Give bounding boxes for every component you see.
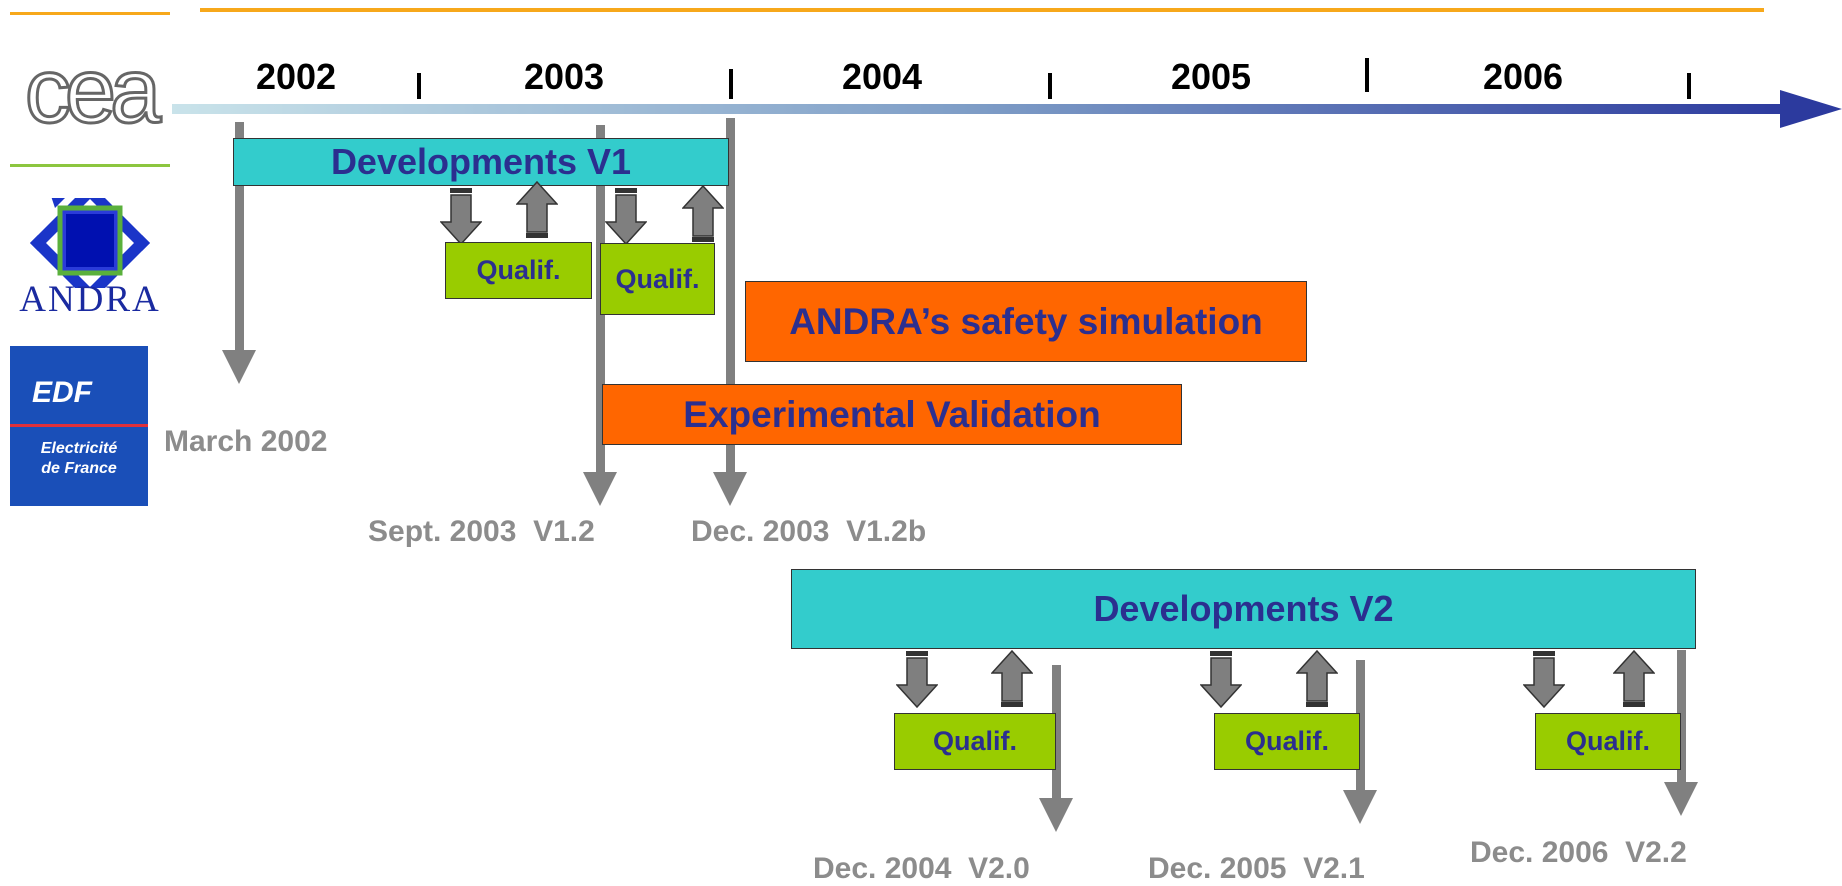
- milestone-arrowhead: [1664, 782, 1698, 816]
- qualif-box-v2-a: Qualif.: [894, 713, 1056, 770]
- top-rule: [200, 8, 1764, 12]
- up-arrow-icon: [516, 180, 558, 238]
- down-arrow-icon: [605, 188, 647, 246]
- andra-safety-simulation-bar: ANDRA’s safety simulation: [745, 281, 1307, 362]
- milestone-label-dec-2003: Dec. 2003 V1.2b: [691, 515, 927, 548]
- cea-logo: cea: [10, 39, 170, 144]
- milestone-label-march-2002: March 2002: [164, 425, 328, 458]
- year-tick: [1048, 73, 1052, 99]
- milestone-line-dec-2004: [1052, 665, 1061, 802]
- milestone-arrowhead: [1039, 798, 1073, 832]
- edf-subtitle-2: de France: [41, 460, 117, 477]
- down-arrow-icon: [896, 651, 938, 709]
- milestone-line-march-2002: [235, 122, 244, 354]
- edf-logo: EDF Electricité de France: [10, 346, 148, 506]
- milestone-label-sept-2003: Sept. 2003 V1.2: [368, 515, 595, 548]
- milestone-line-dec-2006: [1677, 650, 1686, 788]
- milestone-line-dec-2003: [726, 118, 735, 475]
- andra-wordmark: ANDRA: [19, 279, 161, 320]
- year-tick: [1687, 73, 1691, 99]
- andra-logo: ANDRA: [10, 183, 170, 320]
- year-2006: 2006: [1482, 56, 1564, 97]
- andra-emblem-icon: [30, 183, 150, 303]
- experimental-validation-bar: Experimental Validation: [602, 384, 1182, 445]
- down-arrow-icon: [1200, 651, 1242, 709]
- qualif-box-v1-b: Qualif.: [600, 243, 715, 315]
- up-arrow-icon: [1296, 649, 1338, 707]
- year-tick: [1365, 58, 1369, 92]
- up-arrow-icon: [1613, 649, 1655, 707]
- milestone-arrowhead: [583, 472, 617, 506]
- year-tick: [729, 69, 733, 99]
- year-2004: 2004: [841, 56, 923, 97]
- up-arrow-icon: [682, 184, 724, 242]
- year-2002: 2002: [255, 56, 337, 97]
- milestone-label-dec-2005: Dec. 2005 V2.1: [1148, 852, 1365, 885]
- edf-divider: [10, 424, 148, 427]
- up-arrow-icon: [991, 649, 1033, 707]
- milestone-arrowhead: [713, 472, 747, 506]
- edf-subtitle-1: Electricité: [40, 440, 118, 457]
- qualif-box-v2-b: Qualif.: [1214, 713, 1360, 770]
- developments-v2-bar: Developments V2: [791, 569, 1696, 649]
- logo-rule-green: [10, 164, 170, 167]
- milestone-arrowhead: [1343, 790, 1377, 824]
- qualif-box-v2-c: Qualif.: [1535, 713, 1681, 770]
- down-arrow-icon: [440, 188, 482, 246]
- down-arrow-icon: [1523, 651, 1565, 709]
- year-2005: 2005: [1170, 56, 1252, 97]
- milestone-label-dec-2006: Dec. 2006 V2.2: [1470, 836, 1687, 869]
- qualif-box-v1-a: Qualif.: [445, 242, 592, 299]
- year-2003: 2003: [523, 56, 605, 97]
- milestone-line-dec-2005: [1356, 660, 1365, 794]
- year-tick: [417, 73, 421, 99]
- logo-rule-orange: [10, 12, 170, 15]
- milestone-arrowhead: [222, 350, 256, 384]
- svg-text:cea: cea: [25, 50, 162, 140]
- developments-v1-bar: Developments V1: [233, 138, 729, 186]
- timeline-axis-arrow: [172, 88, 1842, 132]
- milestone-label-dec-2004: Dec. 2004 V2.0: [813, 852, 1030, 885]
- edf-title: EDF: [32, 376, 92, 409]
